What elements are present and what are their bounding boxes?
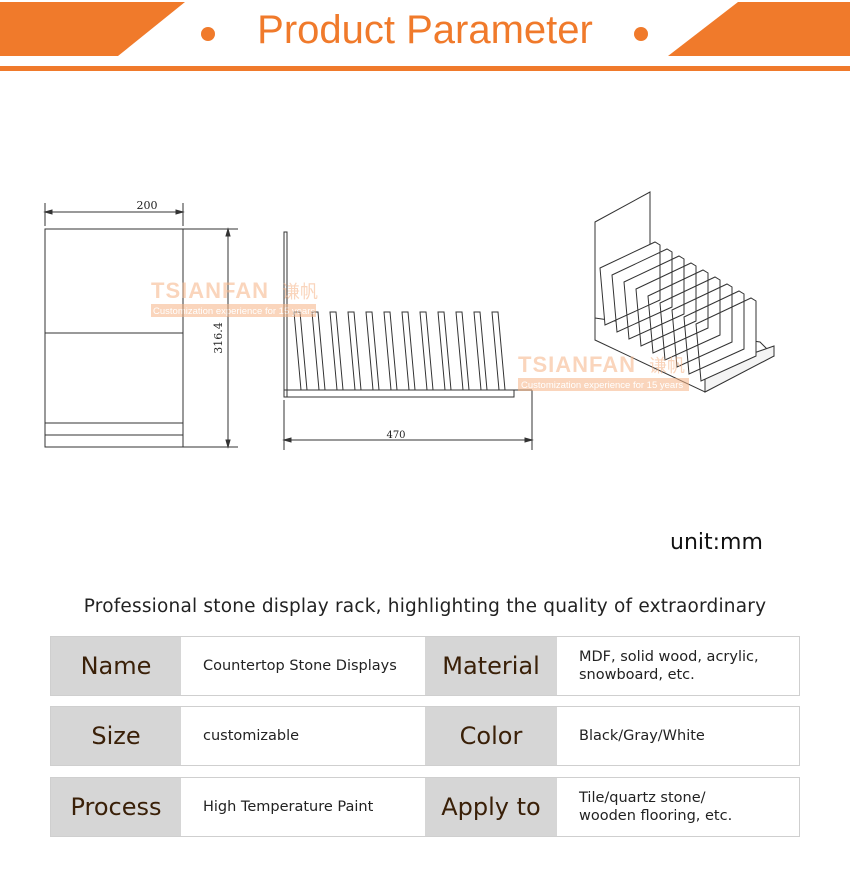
spec-value: High Temperature Paint xyxy=(181,778,425,836)
watermark-brand-1: TSIANFAN xyxy=(151,278,269,303)
page-title: Product Parameter xyxy=(257,8,593,52)
header-right-banner xyxy=(668,2,850,56)
watermark-slogan-1: Customization experience for 15 years xyxy=(153,306,315,317)
spec-label: Name xyxy=(51,637,181,695)
front-height-label: 316.4 xyxy=(212,322,225,354)
watermark-brand-cn-1: 谦帆 xyxy=(282,282,318,302)
watermark-brand-cn-2: 谦帆 xyxy=(649,356,685,376)
unit-label: unit:mm xyxy=(670,530,763,555)
spec-label: Process xyxy=(51,778,181,836)
spec-row: Size customizable Color Black/Gray/White xyxy=(50,706,800,766)
technical-drawing: 200 316.4 470 TSIANFAN 谦帆 Customization … xyxy=(43,191,775,450)
watermark-strip-1 xyxy=(151,304,316,317)
section-header: Product Parameter xyxy=(0,0,850,75)
watermark-brand-2: TSIANFAN xyxy=(518,352,636,377)
header-bullet-left xyxy=(201,27,215,41)
spec-label: Color xyxy=(425,707,557,765)
spec-value: Countertop Stone Displays xyxy=(181,637,425,695)
spec-label: Size xyxy=(51,707,181,765)
front-view xyxy=(43,203,238,449)
spec-value: Tile/quartz stone/ wooden flooring, etc. xyxy=(557,778,799,836)
spec-row: Process High Temperature Paint Apply to … xyxy=(50,777,800,837)
spec-row: Name Countertop Stone Displays Material … xyxy=(50,636,800,696)
spec-label: Apply to xyxy=(425,778,557,836)
watermark: TSIANFAN 谦帆 Customization experience for… xyxy=(151,278,689,391)
header-left-banner xyxy=(0,2,185,56)
spec-label: Material xyxy=(425,637,557,695)
spec-value: MDF, solid wood, acrylic, snowboard, etc… xyxy=(557,637,799,695)
spec-value: customizable xyxy=(181,707,425,765)
side-view xyxy=(282,231,534,450)
front-width-label: 200 xyxy=(137,199,158,212)
header-banner-shapes xyxy=(0,2,850,71)
iso-view xyxy=(594,191,775,393)
header-underline xyxy=(0,66,850,71)
side-length-label: 470 xyxy=(386,430,405,441)
watermark-strip-2 xyxy=(518,378,689,391)
spec-value: Black/Gray/White xyxy=(557,707,799,765)
watermark-slogan-2: Customization experience for 15 years xyxy=(521,380,683,391)
tagline: Professional stone display rack, highlig… xyxy=(83,596,767,617)
header-bullet-right xyxy=(634,27,648,41)
